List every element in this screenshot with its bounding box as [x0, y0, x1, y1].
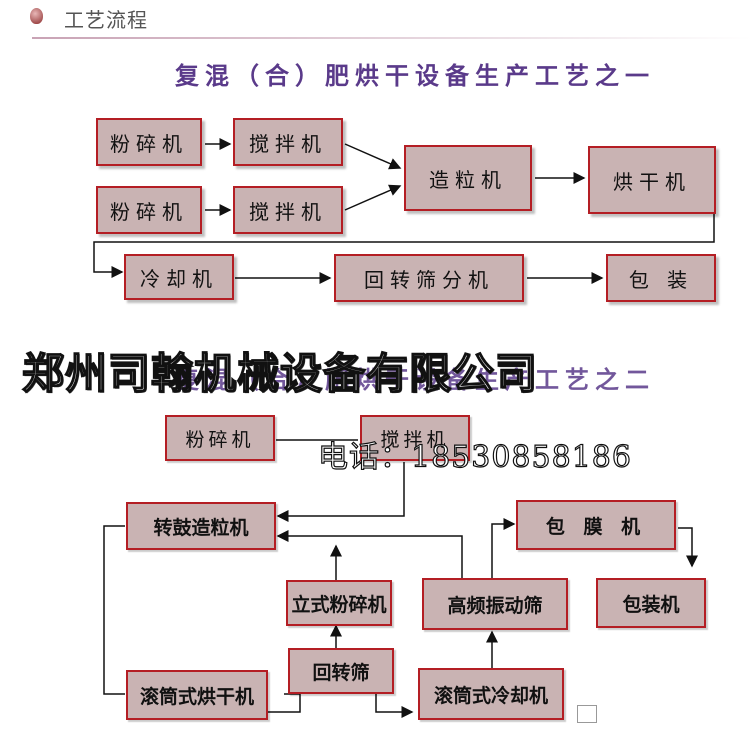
diagram1-title: 复混（合）肥烘干设备生产工艺之一	[175, 62, 655, 90]
header-divider	[32, 37, 750, 39]
watermark-company: 郑州司翰机械设备有限公司	[21, 348, 539, 399]
node2-hf-screen: 高频振动筛	[422, 578, 568, 630]
node-dryer: 烘干机	[588, 146, 716, 214]
page-title: 工艺流程	[64, 8, 148, 32]
node2-drum-granulator: 转鼓造粒机	[126, 502, 276, 550]
node-crusher-b: 粉碎机	[96, 186, 202, 234]
node2-crusher: 粉碎机	[165, 415, 275, 461]
watermark-phone: 电话：18530858186	[317, 439, 632, 475]
node2-drum-dryer: 滚筒式烘干机	[126, 670, 268, 720]
node2-mixer: 搅拌机	[360, 415, 470, 461]
node-cooler: 冷却机	[124, 254, 234, 300]
node2-coating: 包 膜 机	[516, 500, 676, 550]
header-bar: 工艺流程	[14, 0, 750, 44]
node-packaging: 包 装	[606, 254, 716, 302]
node-granulator: 造粒机	[404, 145, 532, 211]
bullet-icon	[30, 8, 43, 24]
node2-drum-cooler: 滚筒式冷却机	[418, 668, 564, 720]
corner-square	[577, 705, 597, 723]
diagram2-title: 复混（合）肥烘干设备生产工艺之二	[175, 366, 655, 394]
node-mixer-b: 搅拌机	[233, 186, 343, 234]
node2-vertical-crusher: 立式粉碎机	[286, 580, 392, 626]
node2-rotary-screen: 回转筛	[288, 648, 394, 694]
node-rotary-screen: 回转筛分机	[334, 254, 524, 302]
node-mixer-a: 搅拌机	[233, 118, 343, 166]
node2-bagging: 包装机	[596, 578, 706, 628]
node-crusher-a: 粉碎机	[96, 118, 202, 166]
